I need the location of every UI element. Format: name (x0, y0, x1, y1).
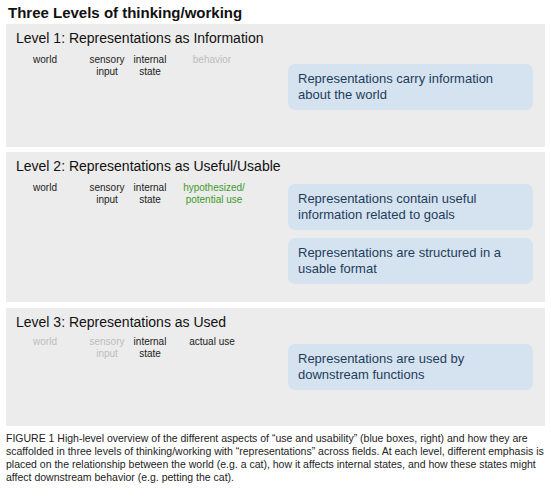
stage-label: behavior (187, 54, 237, 66)
level-panel: Level 2: Representations as Useful/Usabl… (6, 152, 545, 302)
stage-label: internal state (127, 54, 173, 78)
level-panel: Level 1: Representations as InformationR… (6, 24, 545, 147)
aspect-text: Representations are used by downstream f… (298, 351, 523, 383)
stage-label: world (25, 336, 65, 348)
aspect-text: Representations carry information about … (298, 71, 523, 103)
stage-label: hypothesized/ potential use (175, 182, 253, 206)
aspect-box: Representations carry information about … (288, 64, 533, 110)
aspect-box: Representations contain useful informati… (288, 184, 533, 230)
level-heading: Level 2: Representations as Useful/Usabl… (16, 158, 281, 174)
aspect-text: Representations contain useful informati… (298, 191, 523, 223)
aspect-box: Representations are used by downstream f… (288, 344, 533, 390)
aspect-text-wrap: Representations carry information about … (298, 71, 523, 103)
stage-label: sensory input (84, 336, 130, 360)
level-heading: Level 3: Representations as Used (16, 314, 226, 330)
stage-label: world (25, 54, 65, 66)
aspect-box: Representations are structured in a usab… (288, 238, 533, 284)
level-panel: Level 3: Representations as UsedRepresen… (6, 308, 545, 426)
aspect-text: Representations are structured in a usab… (298, 245, 523, 277)
stage-label: sensory input (84, 54, 130, 78)
stage-label: internal state (127, 182, 173, 206)
aspect-text-wrap: Representations contain useful informati… (298, 191, 523, 223)
figure-caption: FIGURE 1 High-level overview of the diff… (6, 432, 545, 484)
stage-label: sensory input (84, 182, 130, 206)
stage-label: actual use (187, 336, 237, 348)
aspect-text-wrap: Representations are used by downstream f… (298, 351, 523, 383)
stage-label: internal state (127, 336, 173, 360)
level-heading: Level 1: Representations as Information (16, 30, 263, 46)
aspect-text-wrap: Representations are structured in a usab… (298, 245, 523, 277)
stage-label: world (25, 182, 65, 194)
figure-title: Three Levels of thinking/working (8, 4, 242, 21)
